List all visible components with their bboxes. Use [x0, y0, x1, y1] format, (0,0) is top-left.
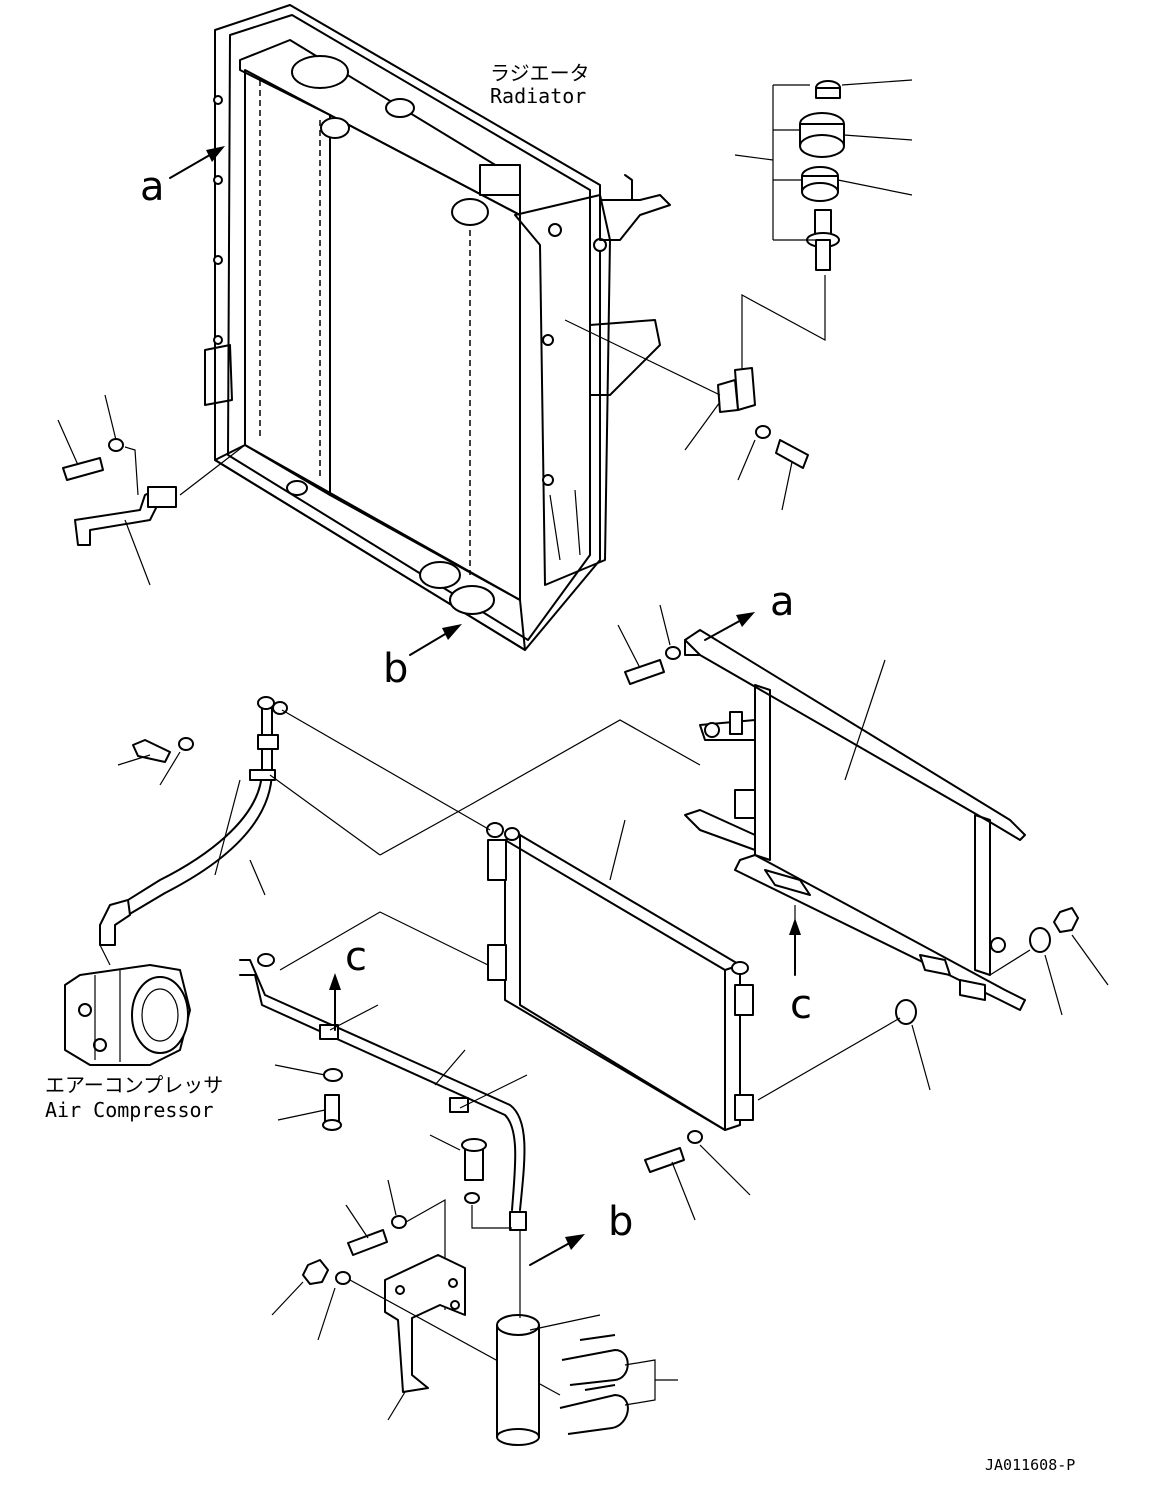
mount-stack — [564, 79, 913, 511]
marker-a-right: a — [770, 579, 795, 625]
condenser — [379, 719, 754, 1131]
marker-c-frame: c — [790, 982, 812, 1028]
radiator-label-en: Radiator — [490, 84, 586, 108]
view-arrow-c-frame — [789, 918, 801, 976]
upper-hose — [99, 696, 491, 946]
compressor-label-en: Air Compressor — [45, 1098, 214, 1122]
marker-c-hose: c — [345, 934, 367, 980]
view-arrow-a-left — [169, 146, 225, 179]
marker-a-left: a — [140, 164, 165, 210]
frame-bolt — [617, 604, 681, 685]
air-compressor — [64, 944, 191, 1066]
lower-hose — [239, 911, 528, 1231]
left-pipe-group — [57, 394, 246, 586]
marker-b-radiator: b — [383, 646, 408, 692]
radiator-label-jp: ラジエータ — [490, 61, 590, 85]
view-arrow-a-right — [704, 612, 755, 641]
radiator-assembly — [204, 4, 671, 651]
condenser-frame — [684, 629, 1026, 1011]
marker-b-lower: b — [608, 1199, 633, 1245]
compressor-label-jp: エアーコンプレッサ — [45, 1073, 223, 1097]
receiver-drier-group — [271, 1179, 678, 1446]
grommet-nut — [757, 907, 1109, 1101]
view-arrow-b-radiator — [409, 624, 462, 656]
view-arrow-b-lower — [529, 1234, 585, 1266]
view-arrow-c-hose — [329, 973, 341, 1031]
figure-code: JA011608-P — [985, 1456, 1075, 1474]
condenser-bolt — [644, 1130, 751, 1221]
